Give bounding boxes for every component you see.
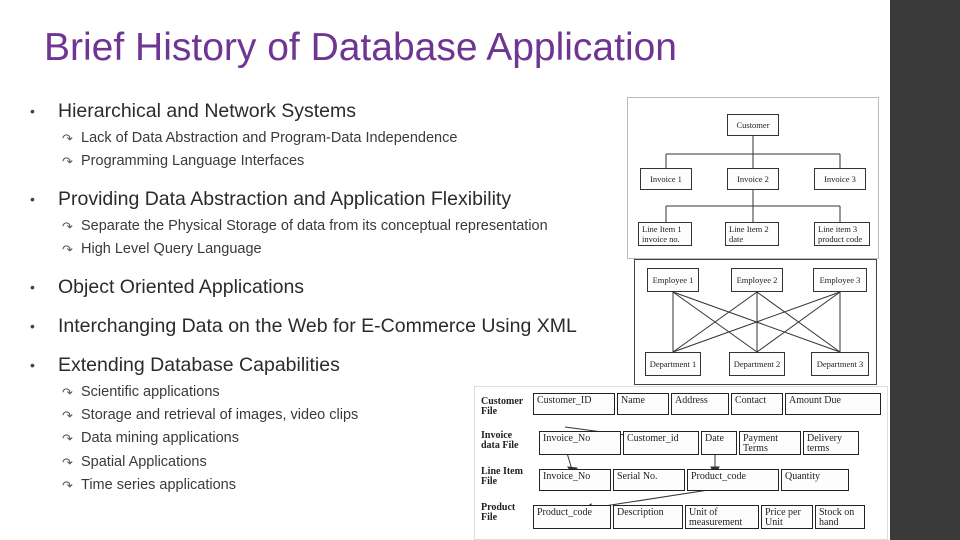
arrow-icon: ↷	[62, 131, 73, 146]
bullet-object-oriented: Object Oriented Applications	[28, 274, 618, 301]
arrow-icon: ↷	[62, 154, 73, 170]
field-cell: Stock on hand	[815, 505, 865, 529]
sub-bullet-text: Time series applications	[81, 477, 236, 494]
sub-bullet: ↷ Separate the Physical Storage of data f…	[28, 215, 618, 238]
invoice-node: Invoice 3	[814, 168, 866, 190]
sub-bullet-text: Scientific applications	[81, 383, 220, 400]
field-cell: Invoice_No	[539, 469, 611, 491]
field-cell: Description	[613, 505, 683, 529]
field-cell: Product_code	[533, 505, 611, 529]
sub-bullet-text: Spatial Applications	[81, 453, 207, 470]
arrow-icon: ↷	[62, 384, 73, 400]
relational-files-figure: Customer File Customer_ID Name Address C…	[474, 386, 888, 540]
sub-bullet: ↷ Storage and retrieval of images, video …	[28, 404, 618, 427]
department-node: Department 3	[811, 352, 869, 376]
invoice-node: Invoice 2	[727, 168, 779, 190]
field-cell: Name	[617, 393, 669, 415]
file-label-line: File	[481, 476, 498, 487]
sub-bullet: ↷ Spatial Applications	[28, 451, 618, 474]
network-model-figure: Employee 1 Employee 2 Employee 3 Departm…	[634, 259, 877, 385]
right-sidebar-band	[890, 0, 960, 540]
line-item-node: Line Item 2 date	[725, 222, 779, 246]
employee-node: Employee 1	[647, 268, 699, 292]
field-cell: Customer_id	[623, 431, 699, 455]
hierarchy-connectors	[665, 136, 841, 222]
field-cell: Invoice_No	[539, 431, 621, 455]
field-cell: Price per Unit	[761, 505, 813, 529]
bullet-data-abstraction: Providing Data Abstraction and Applicati…	[28, 186, 618, 213]
field-cell: Delivery terms	[803, 431, 859, 455]
field-cell: Customer_ID	[533, 393, 615, 415]
sub-bullet: ↷ High Level Query Language	[28, 238, 618, 261]
line-item-node: Line item 3 product code	[814, 222, 870, 246]
field-cell: Serial No.	[613, 469, 685, 491]
arrow-icon: ↷	[62, 478, 73, 494]
file-label-line: File	[481, 512, 498, 523]
field-cell: Unit of measurement	[685, 505, 759, 529]
sub-bullet-text: Separate the Physical Storage of data fr…	[81, 217, 548, 234]
invoice-file-label: Invoice data File	[481, 431, 519, 451]
bullet-hierarchical-network: Hierarchical and Network Systems	[28, 98, 618, 125]
field-cell: Contact	[731, 393, 783, 415]
product-file-label: Product File	[481, 503, 515, 523]
network-connectors	[672, 291, 841, 353]
file-label-line: data File	[481, 440, 519, 451]
employee-node: Employee 3	[813, 268, 867, 292]
sub-bullet: ↷ Time series applications	[28, 474, 618, 497]
sub-bullet-text: Lack of Data Abstraction and Program-Dat…	[81, 130, 458, 146]
invoice-node: Invoice 1	[640, 168, 692, 190]
line-item-node: Line Item 1 invoice no.	[638, 222, 692, 246]
field-cell: Payment Terms	[739, 431, 801, 455]
line-item-title: Line Item 2	[729, 224, 769, 234]
field-cell: Quantity	[781, 469, 849, 491]
file-label-line: Line Item	[481, 466, 523, 477]
file-label-line: Product	[481, 502, 516, 513]
sub-bullet-text: High Level Query Language	[81, 241, 262, 258]
arrow-icon: ↷	[62, 454, 73, 470]
sub-bullet: ↷ Data mining applications	[28, 427, 618, 450]
sub-bullet: ↷ Lack of Data Abstraction and Program-Da…	[28, 127, 618, 150]
sub-bullet-text: Programming Language Interfaces	[81, 153, 305, 170]
sub-bullet-text: Storage and retrieval of images, video c…	[81, 407, 359, 424]
field-cell: Address	[671, 393, 729, 415]
field-cell: Amount Due	[785, 393, 881, 415]
arrow-icon: ↷	[62, 431, 73, 447]
line-item-field: invoice no.	[642, 234, 680, 244]
arrow-icon: ↷	[62, 218, 73, 234]
field-cell: Date	[701, 431, 737, 455]
sub-bullet: ↷ Programming Language Interfaces	[28, 150, 618, 173]
field-cell: Product_code	[687, 469, 779, 491]
employee-node: Employee 2	[731, 268, 783, 292]
line-item-title: Line item 3	[818, 224, 858, 234]
line-item-field: product code	[818, 234, 863, 244]
department-node: Department 2	[729, 352, 785, 376]
line-item-field: date	[729, 234, 744, 244]
department-node: Department 1	[645, 352, 701, 376]
line-item-title: Line Item 1	[642, 224, 682, 234]
sub-bullet: ↷ Scientific applications	[28, 381, 618, 404]
slide-title: Brief History of Database Application	[44, 26, 677, 69]
file-label-line: Customer	[481, 396, 524, 407]
arrow-icon: ↷	[62, 408, 73, 424]
bullet-list: Hierarchical and Network Systems ↷ Lack o…	[28, 98, 618, 498]
file-label-line: Invoice	[481, 430, 513, 441]
line-item-file-label: Line Item File	[481, 467, 523, 487]
customer-node: Customer	[727, 114, 779, 136]
bullet-xml: Interchanging Data on the Web for E-Comm…	[28, 313, 618, 340]
sub-bullet-text: Data mining applications	[81, 430, 239, 447]
arrow-icon: ↷	[62, 242, 73, 258]
customer-file-label: Customer File	[481, 397, 523, 417]
file-label-line: File	[481, 406, 498, 417]
bullet-extending-db: Extending Database Capabilities	[28, 352, 618, 379]
hierarchical-model-figure: Customer Invoice 1 Invoice 2 Invoice 3 L…	[627, 97, 879, 259]
